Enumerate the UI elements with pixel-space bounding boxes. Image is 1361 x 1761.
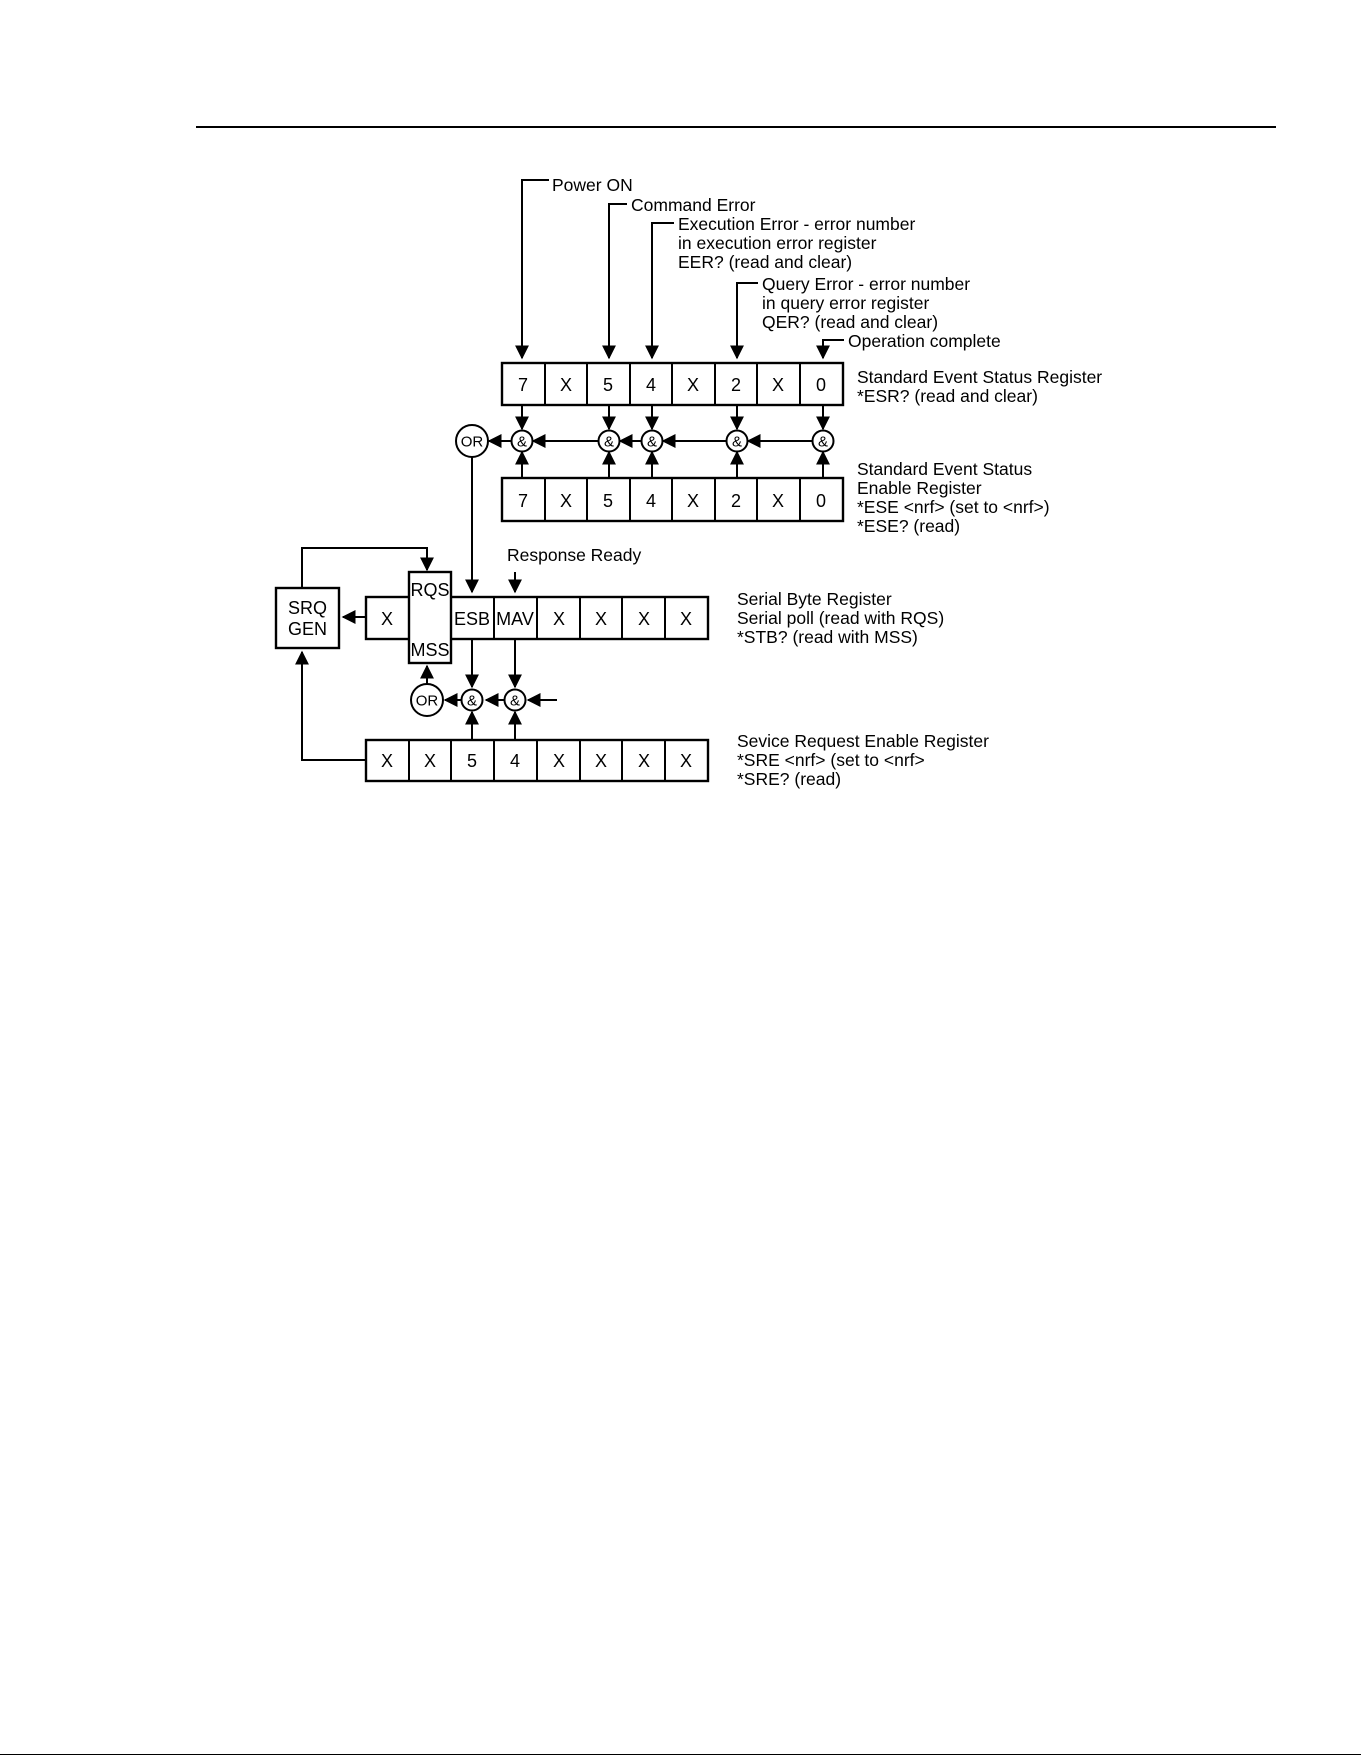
stb-bit-2: X xyxy=(595,609,607,629)
esr-bit-3: X xyxy=(687,375,699,395)
ese-bit-0: 0 xyxy=(816,491,826,511)
ese-label-2: Enable Register xyxy=(857,478,982,498)
svg-text:&: & xyxy=(604,434,614,451)
esr-bit-4: 4 xyxy=(646,375,656,395)
svg-text:&: & xyxy=(467,693,477,710)
sre-bit-5: 5 xyxy=(467,751,477,771)
sre-bit-3: X xyxy=(553,751,565,771)
execution-error-label-3: EER? (read and clear) xyxy=(678,252,852,272)
sre-register: X X 5 4 X X X X xyxy=(364,738,710,783)
esr-to-gates-wires xyxy=(515,405,830,431)
svg-text:OR: OR xyxy=(461,434,484,451)
esr-bit-2: 2 xyxy=(731,375,741,395)
stb-to-gates-wires xyxy=(465,639,522,689)
ese-bit-1: X xyxy=(772,491,784,511)
command-error-label: Command Error xyxy=(631,195,756,215)
page-footer-rule xyxy=(0,1754,1361,1755)
stb-rqs-label: RQS xyxy=(410,580,449,600)
and-gate: & xyxy=(460,688,484,712)
stb-register: X RQS MSS ESB MAV X X X X xyxy=(364,570,710,665)
page-header-rule xyxy=(196,126,1276,128)
execution-error-label-1: Execution Error - error number xyxy=(678,214,915,234)
srq-gen-label-2: GEN xyxy=(288,619,327,639)
stb-bit-4: MAV xyxy=(496,609,534,629)
query-error-label-3: QER? (read and clear) xyxy=(762,312,938,332)
ese-to-gates-wires xyxy=(515,450,830,478)
query-error-label-1: Query Error - error number xyxy=(762,274,970,294)
svg-text:&: & xyxy=(818,434,828,451)
svg-text:&: & xyxy=(517,434,527,451)
ese-bit-4: 4 xyxy=(646,491,656,511)
response-ready-label: Response Ready xyxy=(507,545,641,565)
esr-bit-6: X xyxy=(560,375,572,395)
srq-to-rqs-wire xyxy=(301,547,434,588)
sre-label-3: *SRE? (read) xyxy=(737,769,841,789)
callout-leaders xyxy=(508,179,844,594)
ese-register: 7 X 5 4 X 2 X 0 xyxy=(500,476,845,523)
sre-bit-2: X xyxy=(595,751,607,771)
sre-bit-4: 4 xyxy=(510,751,520,771)
operation-complete-label: Operation complete xyxy=(848,331,1001,351)
esr-bit-5: 5 xyxy=(603,375,613,395)
stb-label-2: Serial poll (read with RQS) xyxy=(737,608,944,628)
and-gate: & xyxy=(725,429,749,453)
svg-text:&: & xyxy=(732,434,742,451)
esr-bit-7: 7 xyxy=(518,375,528,395)
stb-bit-1: X xyxy=(638,609,650,629)
and-gate: & xyxy=(510,429,534,453)
sre-to-srq-wire xyxy=(295,650,366,761)
and-gate: & xyxy=(640,429,664,453)
query-error-label-2: in query error register xyxy=(762,293,929,313)
esr-label-2: *ESR? (read and clear) xyxy=(857,386,1038,406)
esr-register: 7 X 5 4 X 2 X 0 xyxy=(500,361,845,407)
stb-bit-0: X xyxy=(680,609,692,629)
srq-gen-block: SRQ GEN xyxy=(274,586,341,650)
execution-error-label-2: in execution error register xyxy=(678,233,877,253)
sre-bit-1: X xyxy=(638,751,650,771)
stb-bit-7: X xyxy=(381,609,393,629)
sre-label-1: Sevice Request Enable Register xyxy=(737,731,989,751)
svg-text:&: & xyxy=(510,693,520,710)
esr-bit-0: 0 xyxy=(816,375,826,395)
stb-bit-5: ESB xyxy=(454,609,490,629)
stb-label-1: Serial Byte Register xyxy=(737,589,892,609)
esr-bit-1: X xyxy=(772,375,784,395)
power-on-label: Power ON xyxy=(552,175,633,195)
svg-text:OR: OR xyxy=(416,693,439,710)
and-gate: & xyxy=(811,429,835,453)
sre-to-gates-wires xyxy=(465,710,522,740)
or-gate-esb: OR xyxy=(455,424,489,458)
ese-label-4: *ESE? (read) xyxy=(857,516,960,536)
ese-bit-5: 5 xyxy=(603,491,613,511)
stb-bit-3: X xyxy=(553,609,565,629)
ese-bit-6: X xyxy=(560,491,572,511)
sre-bit-6: X xyxy=(424,751,436,771)
esr-label-1: Standard Event Status Register xyxy=(857,367,1102,387)
or-gate-mss: OR xyxy=(410,683,444,717)
sre-bit-7: X xyxy=(381,751,393,771)
ese-label-1: Standard Event Status xyxy=(857,459,1032,479)
srq-gen-label-1: SRQ xyxy=(288,598,327,618)
sre-label-2: *SRE <nrf> (set to <nrf> xyxy=(737,750,925,770)
ese-bit-7: 7 xyxy=(518,491,528,511)
and-gate: & xyxy=(503,688,527,712)
svg-text:&: & xyxy=(647,434,657,451)
and-gate: & xyxy=(597,429,621,453)
stb-label-3: *STB? (read with MSS) xyxy=(737,627,918,647)
ese-bit-3: X xyxy=(687,491,699,511)
ese-bit-2: 2 xyxy=(731,491,741,511)
sre-bit-0: X xyxy=(680,751,692,771)
stb-mss-label: MSS xyxy=(410,640,449,660)
ese-label-3: *ESE <nrf> (set to <nrf>) xyxy=(857,497,1050,517)
